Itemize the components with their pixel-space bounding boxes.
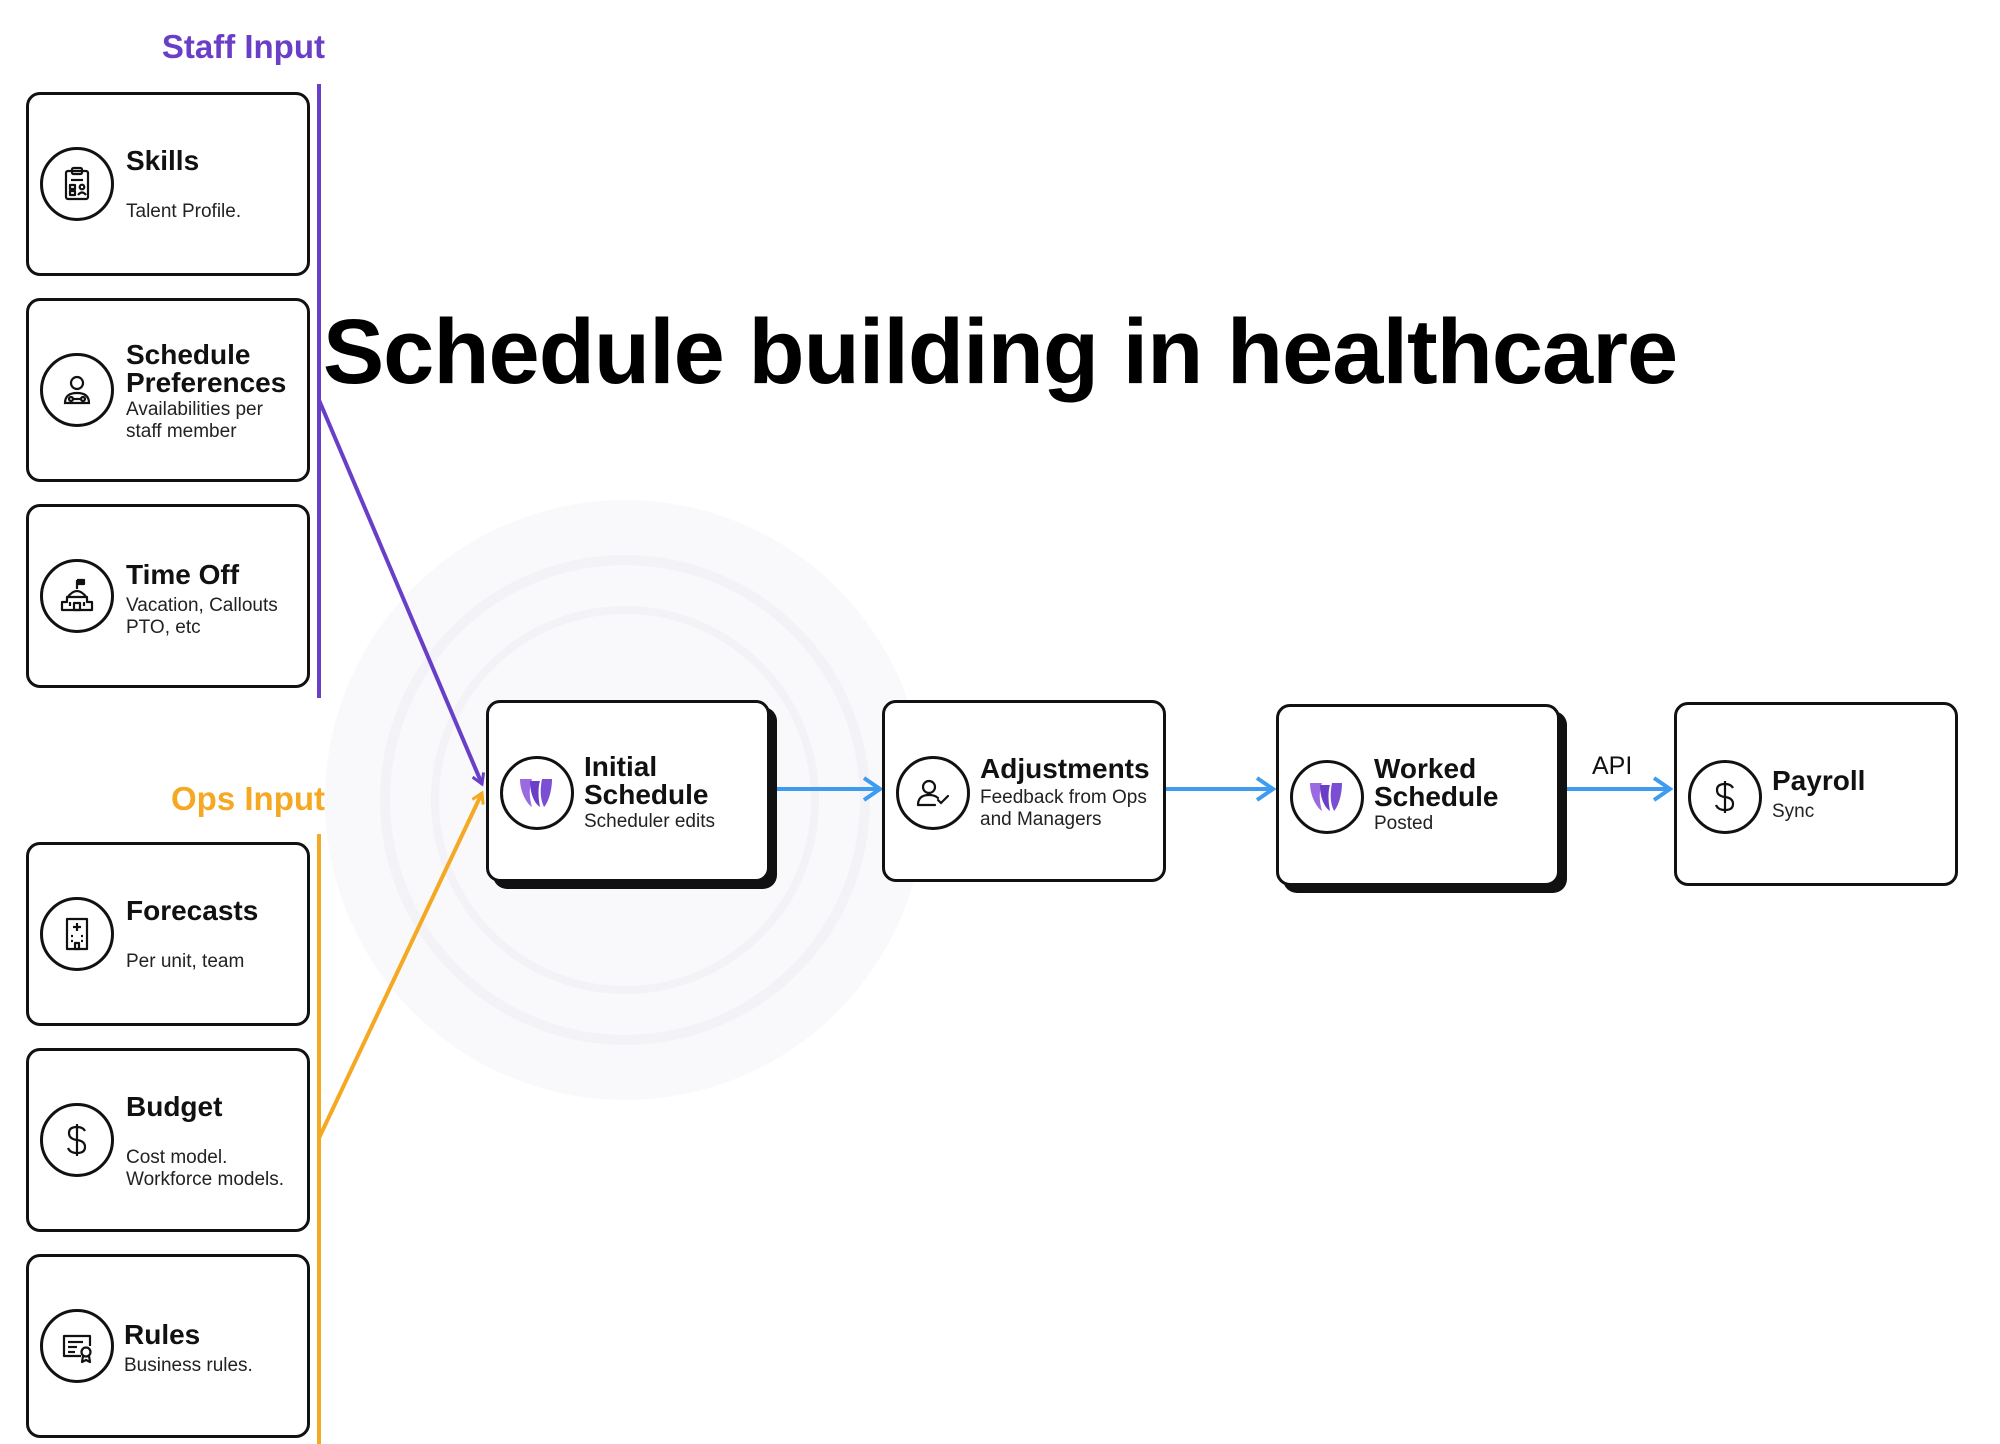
dollar-icon xyxy=(40,1103,114,1177)
payroll-subtitle: Sync xyxy=(1772,801,1815,822)
payroll-title: Payroll xyxy=(1772,765,1866,796)
rules-title: Rules xyxy=(124,1319,201,1350)
adjustments-card: Adjustments Feedback from Ops and Manage… xyxy=(882,700,1166,882)
ops-to-initial-arrow xyxy=(317,793,482,1139)
skills-subtitle: Talent Profile. xyxy=(126,201,242,222)
schedule-preferences-card: Schedule Preferences Availabilities per … xyxy=(26,298,310,482)
user-badge-icon xyxy=(40,353,114,427)
budget-title: Budget xyxy=(126,1091,223,1122)
building-flag-icon xyxy=(40,559,114,633)
user-check-icon xyxy=(896,756,970,830)
rules-card: Rules Business rules. xyxy=(26,1254,310,1438)
brand-logo-icon xyxy=(1290,760,1364,834)
schedule-preferences-subtitle: Availabilities per staff member xyxy=(126,399,263,442)
page-title: Schedule building in healthcare xyxy=(322,301,1678,403)
time-off-subtitle: Vacation, Callouts PTO, etc xyxy=(126,595,278,638)
brand-logo-icon xyxy=(500,756,574,830)
budget-card: Budget Cost model. Workforce models. xyxy=(26,1048,310,1232)
initial-schedule-card: Initial Schedule Scheduler edits xyxy=(486,700,770,882)
forecasts-card: Forecasts Per unit, team xyxy=(26,842,310,1026)
certificate-icon xyxy=(40,1309,114,1383)
payroll-card: Payroll Sync xyxy=(1674,702,1958,886)
adjustments-subtitle: Feedback from Ops and Managers xyxy=(980,787,1147,830)
worked-schedule-subtitle: Posted xyxy=(1374,813,1434,834)
skills-title: Skills xyxy=(126,145,200,176)
staff-input-label: Staff Input xyxy=(161,28,325,65)
rules-subtitle: Business rules. xyxy=(124,1355,253,1376)
initial-schedule-title: Initial Schedule xyxy=(584,751,709,810)
schedule-preferences-title: Schedule Preferences xyxy=(126,339,287,398)
forecasts-title: Forecasts xyxy=(126,895,259,926)
time-off-card: Time Off Vacation, Callouts PTO, etc xyxy=(26,504,310,688)
initial-schedule-subtitle: Scheduler edits xyxy=(584,811,715,832)
budget-subtitle: Cost model. Workforce models. xyxy=(126,1147,285,1190)
staff-to-initial-arrow xyxy=(317,399,482,784)
skills-card: Skills Talent Profile. xyxy=(26,92,310,276)
forecasts-subtitle: Per unit, team xyxy=(126,951,245,972)
api-label: API xyxy=(1592,752,1633,780)
hospital-icon xyxy=(40,897,114,971)
worked-schedule-card: Worked Schedule Posted xyxy=(1276,704,1560,886)
worked-schedule-title: Worked Schedule xyxy=(1374,753,1499,812)
adjustments-title: Adjustments xyxy=(980,753,1150,784)
time-off-title: Time Off xyxy=(126,559,240,590)
dollar-icon xyxy=(1688,760,1762,834)
clipboard-icon xyxy=(40,147,114,221)
ops-input-label: Ops Input xyxy=(171,780,325,817)
